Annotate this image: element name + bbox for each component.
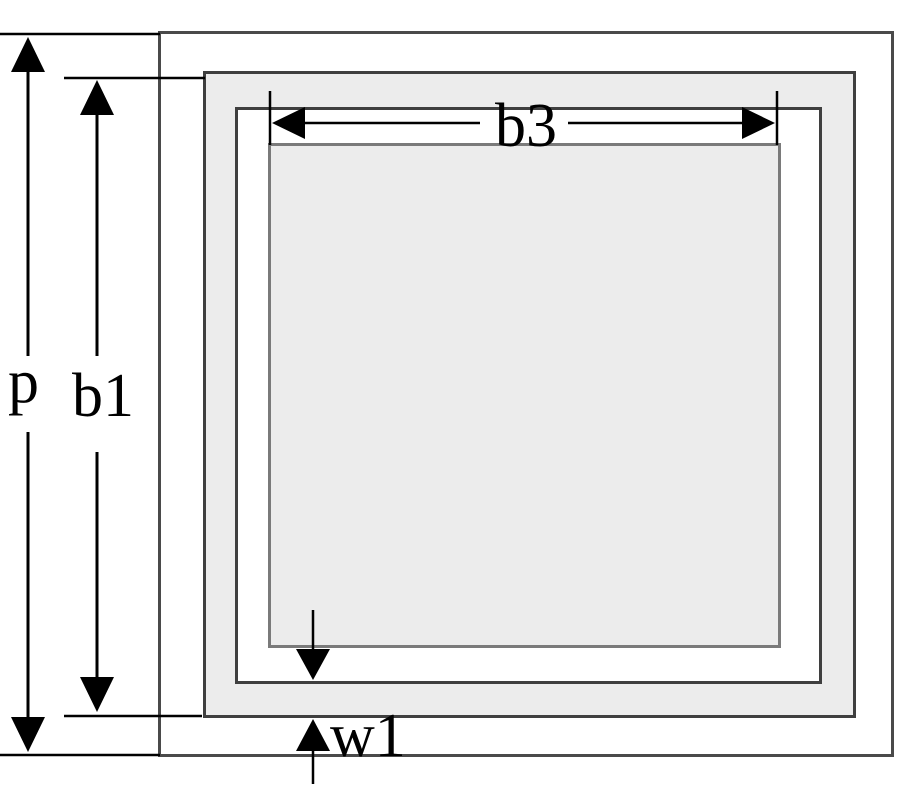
p-arrowhead-up (11, 37, 45, 72)
w1-dimension-label: w1 (330, 702, 406, 770)
p-arrowhead-down (11, 717, 45, 752)
b3-dimension-label: b3 (495, 92, 557, 160)
b1-dimension-label: b1 (72, 362, 134, 430)
p-dimension-label: p (8, 348, 39, 416)
b1-arrowhead-up (80, 80, 114, 115)
inner-patch (268, 143, 781, 648)
b1-arrowhead-down (80, 677, 114, 712)
